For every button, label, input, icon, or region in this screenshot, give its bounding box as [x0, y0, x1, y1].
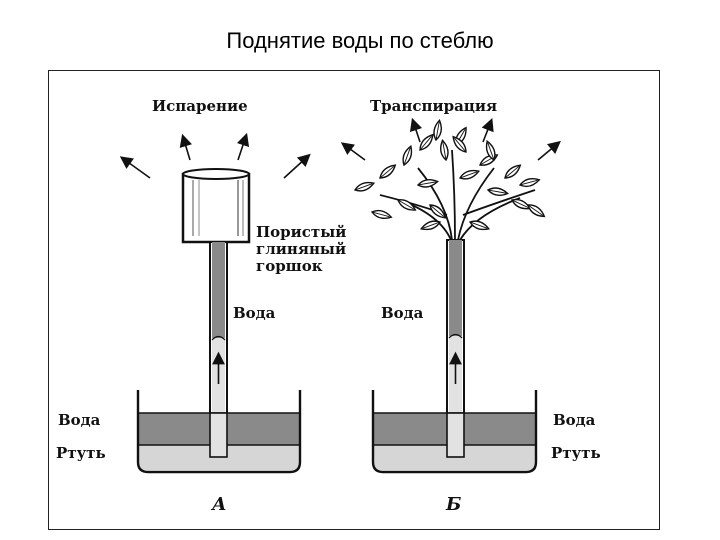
- evaporation-arrow: [179, 133, 192, 161]
- stem-tube-b: [446, 239, 465, 441]
- beaker-b: [371, 390, 538, 474]
- pot-label-line-2: глиняный: [256, 240, 347, 258]
- tube-water-label-a: Вода: [233, 304, 276, 322]
- tube-water-label-b: Вода: [381, 304, 424, 322]
- transpiration-arrow: [481, 118, 494, 143]
- tree-crown: [352, 118, 548, 241]
- transpiration-label: Транспирация: [370, 97, 498, 115]
- setup-b: [340, 117, 561, 474]
- glass-tube-a: [209, 241, 228, 441]
- setup-a: [119, 132, 311, 474]
- evaporation-arrow: [236, 132, 250, 161]
- water-layer-label-b: Вода: [553, 411, 596, 429]
- caption-b: Б: [446, 494, 462, 515]
- transpiration-arrow: [340, 142, 366, 161]
- evaporation-arrows: [119, 132, 311, 179]
- transpiration-arrows: [340, 117, 561, 161]
- evaporation-arrow: [283, 153, 311, 179]
- beaker-a: [136, 390, 302, 474]
- evaporation-label: Испарение: [152, 97, 248, 115]
- transpiration-arrow: [409, 117, 423, 143]
- caption-a: А: [212, 494, 227, 515]
- pot-label-line-3: горшок: [256, 257, 323, 275]
- slide-title: Поднятие воды по стеблю: [226, 28, 494, 53]
- mercury-layer-label-b: Ртуть: [551, 444, 601, 462]
- water-layer-label-a: Вода: [58, 411, 101, 429]
- mercury-layer-label-a: Ртуть: [56, 444, 106, 462]
- pot-label-line-1: Пористый: [256, 223, 347, 241]
- transpiration-arrow: [537, 140, 561, 161]
- evaporation-arrow: [119, 156, 151, 179]
- porous-clay-pot: [181, 168, 251, 244]
